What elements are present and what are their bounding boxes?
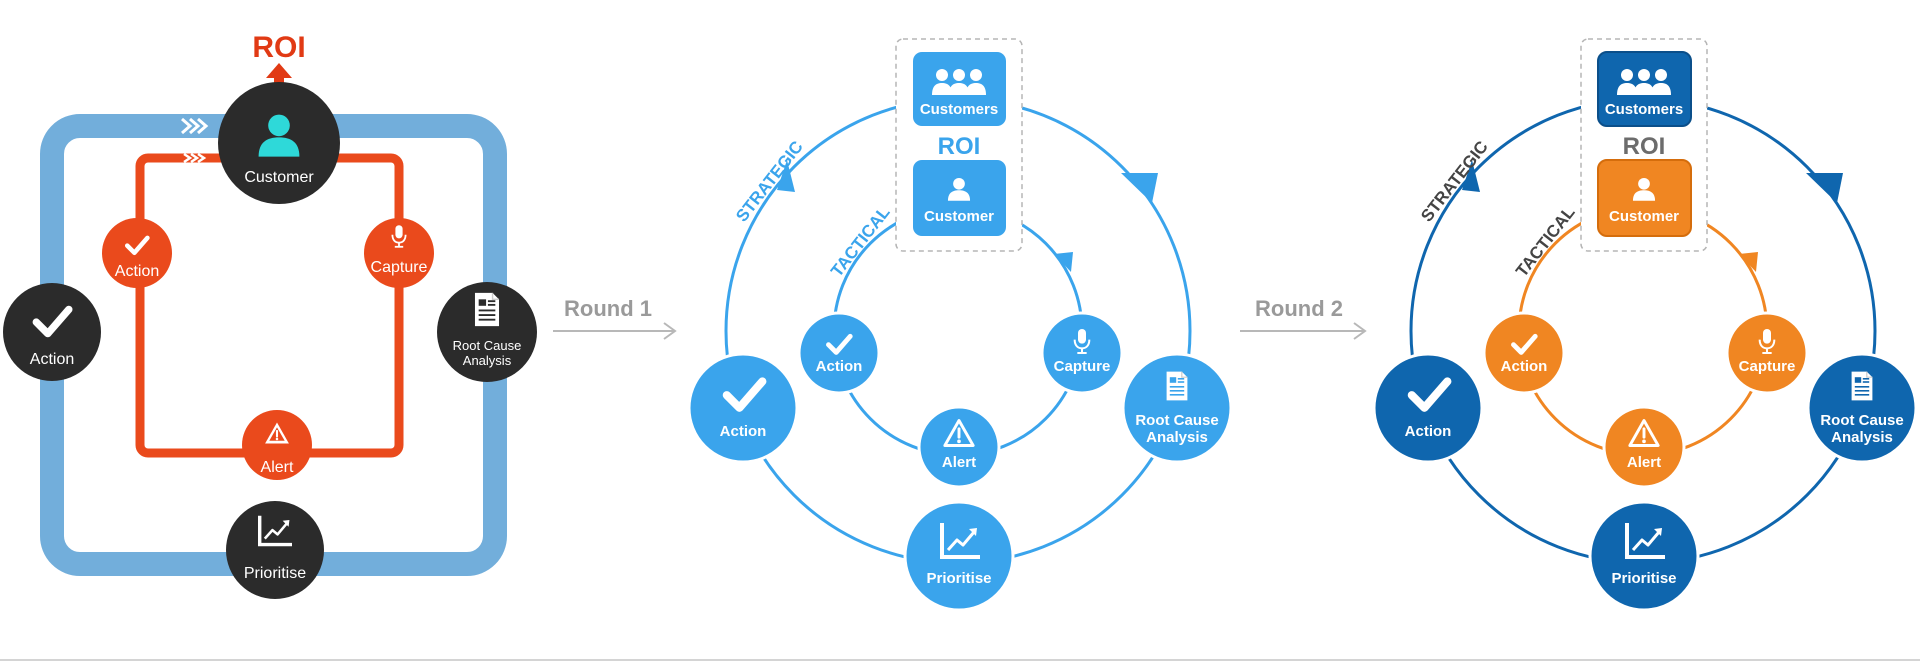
panel-1: ROI Customer Action Capture Action: [3, 31, 537, 599]
panel-3: STRATEGIC TACTICAL Customers ROI Custome…: [1372, 38, 1918, 612]
customers-node: Customers: [1597, 51, 1692, 127]
alert-node: Alert: [917, 405, 1001, 489]
root-cause-label-2: Analysis: [1831, 429, 1893, 446]
action-inner-label: Action: [115, 263, 159, 280]
action-inner-node: Action: [1482, 311, 1566, 395]
prioritise-node: Prioritise: [226, 501, 324, 599]
action-inner-label: Action: [1501, 358, 1548, 375]
round-1-arrow: Round 1: [553, 296, 677, 340]
customer-node: Customer: [218, 82, 340, 204]
capture-label: Capture: [1739, 358, 1796, 375]
tactical-label: TACTICAL: [827, 203, 894, 281]
action-inner-label: Action: [816, 358, 863, 375]
root-cause-label-1: Root Cause: [453, 338, 522, 353]
action-outer-node: Action: [1372, 352, 1484, 464]
customer-node: Customer: [1597, 159, 1692, 237]
tactical-arrowhead-right-icon: [1054, 252, 1073, 272]
tactical-label: TACTICAL: [1512, 203, 1579, 281]
customers-label: Customers: [920, 101, 998, 118]
customer-label: Customer: [924, 208, 994, 225]
strategic-label: STRATEGIC: [1417, 137, 1492, 225]
alert-label: Alert: [1627, 454, 1661, 471]
customers-label: Customers: [1605, 101, 1683, 118]
alert-node: Alert: [242, 410, 312, 480]
round-1-label: Round 1: [564, 296, 652, 321]
prioritise-label: Prioritise: [244, 565, 306, 582]
alert-label: Alert: [261, 459, 294, 476]
arrow-right-icon: [663, 322, 677, 340]
alert-label: Alert: [942, 454, 976, 471]
action-outer-node: Action: [3, 283, 101, 381]
root-cause-label-1: Root Cause: [1820, 412, 1903, 429]
root-cause-label-2: Analysis: [1146, 429, 1208, 446]
panel-2: STRATEGIC TACTICAL Customers ROI Custome…: [687, 38, 1233, 612]
customers-node: Customers: [913, 52, 1006, 126]
round-2-arrow: Round 2: [1240, 296, 1367, 340]
alert-node: Alert: [1602, 405, 1686, 489]
customer-label: Customer: [1609, 208, 1679, 225]
action-outer-node: Action: [687, 352, 799, 464]
action-inner-node: Action: [797, 311, 881, 395]
root-cause-node: Root Cause Analysis: [437, 282, 537, 382]
document-icon: [474, 291, 500, 328]
prioritise-label: Prioritise: [926, 570, 991, 587]
roi-label: ROI: [938, 133, 981, 160]
root-cause-label-1: Root Cause: [1135, 412, 1218, 429]
prioritise-node: Prioritise: [903, 500, 1015, 612]
action-outer-label: Action: [30, 351, 74, 368]
roi-label: ROI: [252, 31, 305, 64]
strategic-arrowhead-right-icon: [1806, 173, 1843, 203]
inner-chevrons-icon: [183, 152, 207, 164]
tactical-arrowhead-right-icon: [1739, 252, 1758, 272]
prioritise-node: Prioritise: [1588, 500, 1700, 612]
action-outer-label: Action: [720, 423, 767, 440]
root-cause-label-2: Analysis: [463, 353, 512, 368]
capture-label: Capture: [1054, 358, 1111, 375]
roi-arrow-up-icon: [266, 63, 292, 78]
capture-node: Capture: [1725, 311, 1809, 395]
outer-chevrons-icon: [181, 117, 209, 135]
action-outer-label: Action: [1405, 423, 1452, 440]
customer-node: Customer: [913, 160, 1006, 236]
document-icon: [1165, 370, 1189, 402]
prioritise-label: Prioritise: [1611, 570, 1676, 587]
round-2-label: Round 2: [1255, 296, 1343, 321]
root-cause-node: Root Cause Analysis: [1121, 352, 1233, 464]
capture-node: Capture: [1040, 311, 1124, 395]
document-icon: [1850, 370, 1874, 402]
arrow-right-icon: [1353, 322, 1367, 340]
capture-node: Capture: [364, 218, 434, 288]
strategic-label: STRATEGIC: [732, 137, 807, 225]
strategic-arrowhead-right-icon: [1121, 173, 1158, 203]
bottom-divider: [0, 659, 1920, 661]
roi-label: ROI: [1623, 133, 1666, 160]
strategic-arrowhead-left-icon: [1462, 160, 1480, 192]
strategic-arrowhead-left-icon: [777, 160, 795, 192]
root-cause-node: Root Cause Analysis: [1806, 352, 1918, 464]
capture-label: Capture: [371, 259, 428, 276]
customer-label: Customer: [244, 169, 314, 186]
action-inner-node: Action: [102, 218, 172, 288]
